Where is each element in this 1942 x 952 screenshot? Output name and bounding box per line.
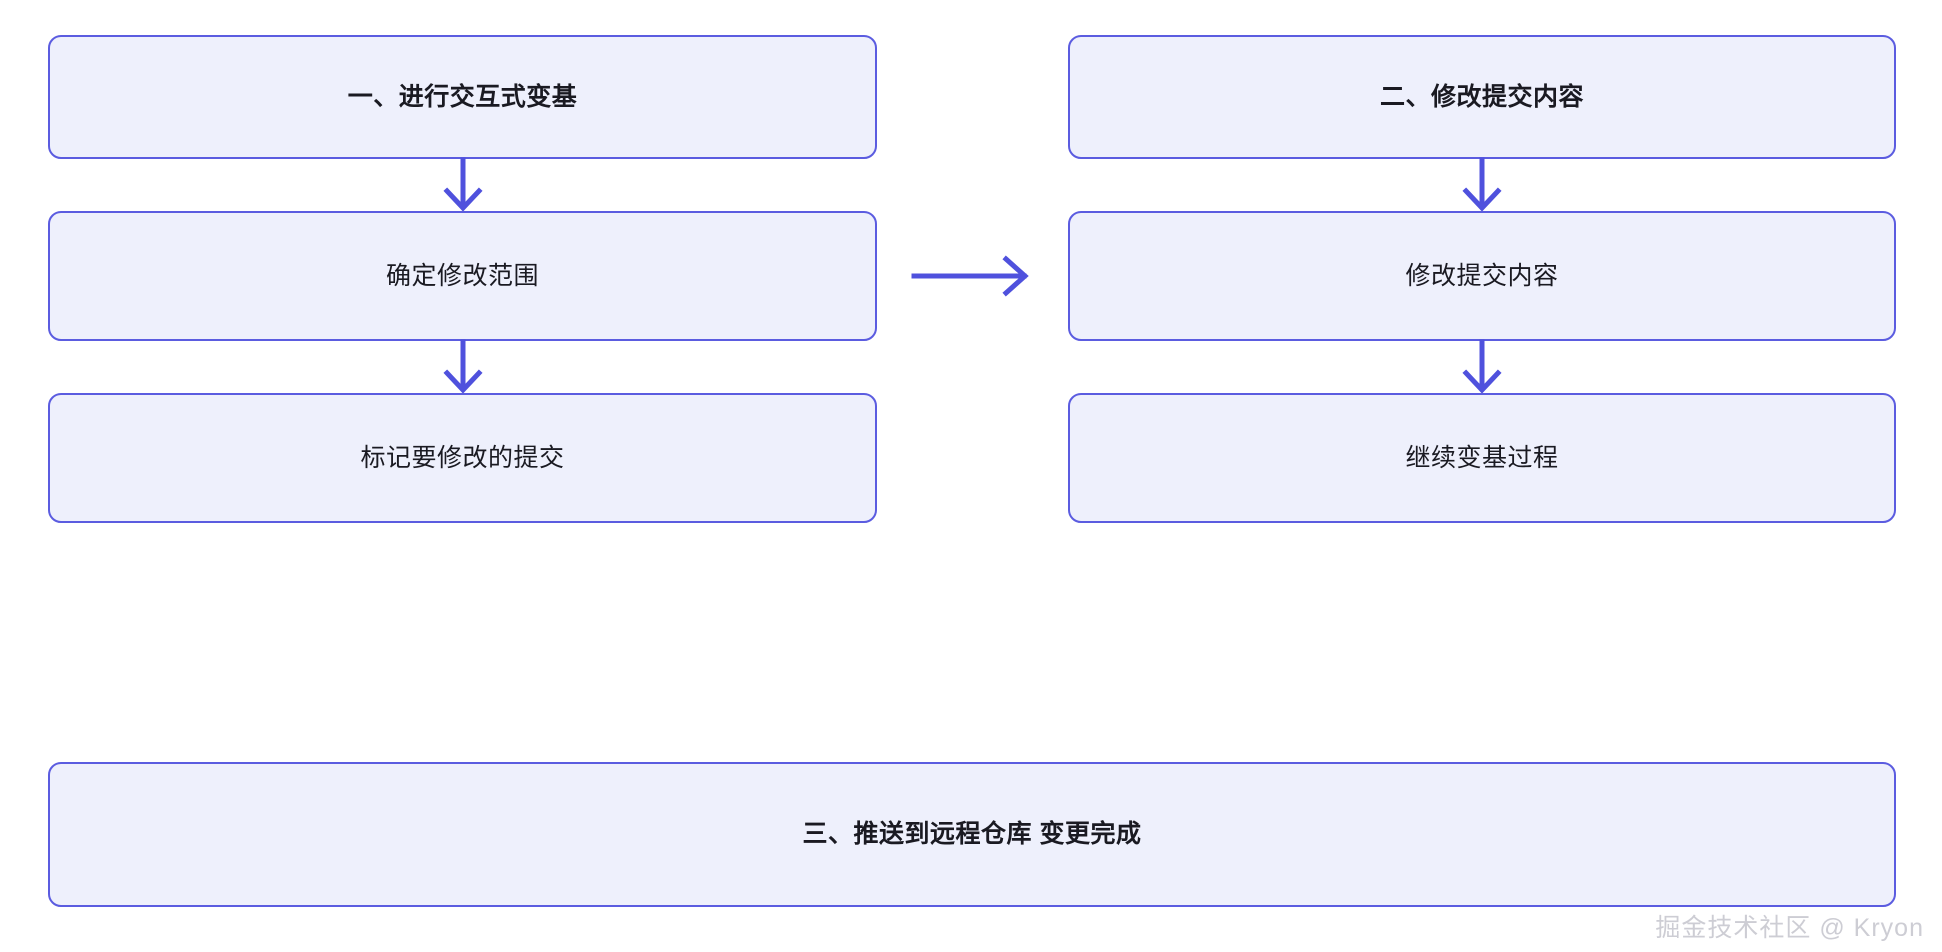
node-left-2-label: 确定修改范围 xyxy=(385,261,539,290)
node-left-1[interactable]: 一、进行交互式变基 xyxy=(48,35,877,159)
node-left-2[interactable]: 确定修改范围 xyxy=(48,211,877,341)
node-left-3-label: 标记要修改的提交 xyxy=(360,443,565,472)
connector-left-2-to-left-3 xyxy=(432,339,494,394)
node-left-3[interactable]: 标记要修改的提交 xyxy=(48,393,877,523)
node-right-2-label: 修改提交内容 xyxy=(1405,261,1559,290)
node-right-2[interactable]: 修改提交内容 xyxy=(1068,211,1896,341)
node-right-1[interactable]: 二、修改提交内容 xyxy=(1068,35,1896,159)
node-footer-1[interactable]: 三、推送到远程仓库 变更完成 xyxy=(48,762,1896,907)
node-footer-1-label: 三、推送到远程仓库 变更完成 xyxy=(802,820,1142,849)
node-right-3-label: 继续变基过程 xyxy=(1405,443,1559,472)
connector-left-2-to-right-2 xyxy=(911,246,1036,306)
node-right-1-label: 二、修改提交内容 xyxy=(1379,82,1584,111)
node-right-3[interactable]: 继续变基过程 xyxy=(1068,393,1896,523)
node-left-1-label: 一、进行交互式变基 xyxy=(347,82,578,111)
connector-right-2-to-right-3 xyxy=(1451,339,1513,394)
connector-right-1-to-right-2 xyxy=(1451,157,1513,212)
connector-left-1-to-left-2 xyxy=(432,157,494,212)
watermark: 掘金技术社区 @ Kryon xyxy=(1655,914,1924,942)
